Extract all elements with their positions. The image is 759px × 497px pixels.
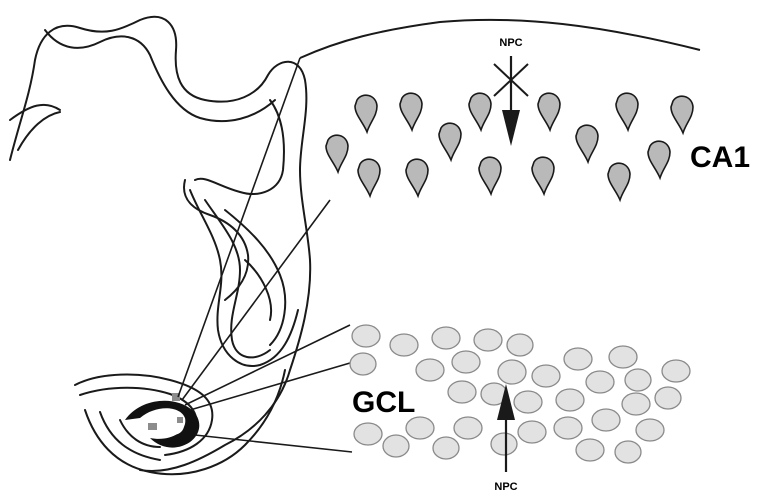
granule-cell-icon — [625, 369, 651, 391]
granule-cell-icon — [433, 437, 459, 459]
pyramidal-neuron-icon — [439, 123, 461, 160]
granule-cell-icon — [586, 371, 614, 393]
granule-cell-icon — [592, 409, 620, 431]
pyramidal-neuron-icon — [608, 163, 630, 200]
granule-cell-icon — [564, 348, 592, 370]
granule-cell-icon — [390, 334, 418, 356]
granule-cell-icon — [556, 389, 584, 411]
npc-label-bottom: NPC — [494, 481, 517, 493]
granule-cell-icon — [491, 433, 517, 455]
granule-cell-icon — [622, 393, 650, 415]
pyramidal-neuron-icon — [355, 95, 377, 132]
granule-cell-icon — [514, 391, 542, 413]
ca1-label: CA1 — [690, 141, 750, 174]
pyramidal-neuron-icon — [479, 157, 501, 194]
granule-cell-icon — [532, 365, 560, 387]
pyramidal-neuron-icon — [671, 96, 693, 133]
pyramidal-neuron-icon — [400, 93, 422, 130]
granule-cell-icon — [662, 360, 690, 382]
granule-cell-icon — [615, 441, 641, 463]
granule-cell-icon — [454, 417, 482, 439]
pyramidal-neuron-icon — [532, 157, 554, 194]
granule-cell-icon — [609, 346, 637, 368]
granule-cell-icon — [448, 381, 476, 403]
pyramidal-neuron-icon — [406, 159, 428, 196]
pyramidal-neuron-icon — [576, 125, 598, 162]
granule-cell-icon — [416, 359, 444, 381]
granule-cell-icon — [383, 435, 409, 457]
magnification-lines — [178, 58, 352, 452]
granule-cell-icon — [576, 439, 604, 461]
ca1-pyramidal-layer — [326, 93, 693, 200]
pyramidal-neuron-icon — [648, 141, 670, 178]
blocked-arrow-icon — [494, 56, 528, 146]
pyramidal-neuron-icon — [538, 93, 560, 130]
granule-cell-icon — [406, 417, 434, 439]
gcl-label: GCL — [352, 386, 415, 419]
pyramidal-neuron-icon — [358, 159, 380, 196]
pyramidal-neuron-icon — [469, 93, 491, 130]
granule-cell-icon — [354, 423, 382, 445]
granule-cell-icon — [554, 417, 582, 439]
granule-cell-icon — [518, 421, 546, 443]
granule-cell-icon — [352, 325, 380, 347]
granule-cell-icon — [452, 351, 480, 373]
npc-label-top: NPC — [499, 37, 522, 49]
granule-cell-icon — [507, 334, 533, 356]
pyramidal-neuron-icon — [616, 93, 638, 130]
granule-cell-icon — [474, 329, 502, 351]
pyramidal-neuron-icon — [326, 135, 348, 172]
granule-cell-icon — [498, 360, 526, 384]
granule-cell-icon — [636, 419, 664, 441]
granule-cell-icon — [432, 327, 460, 349]
granule-cell-icon — [655, 387, 681, 409]
granule-cell-icon — [350, 353, 376, 375]
